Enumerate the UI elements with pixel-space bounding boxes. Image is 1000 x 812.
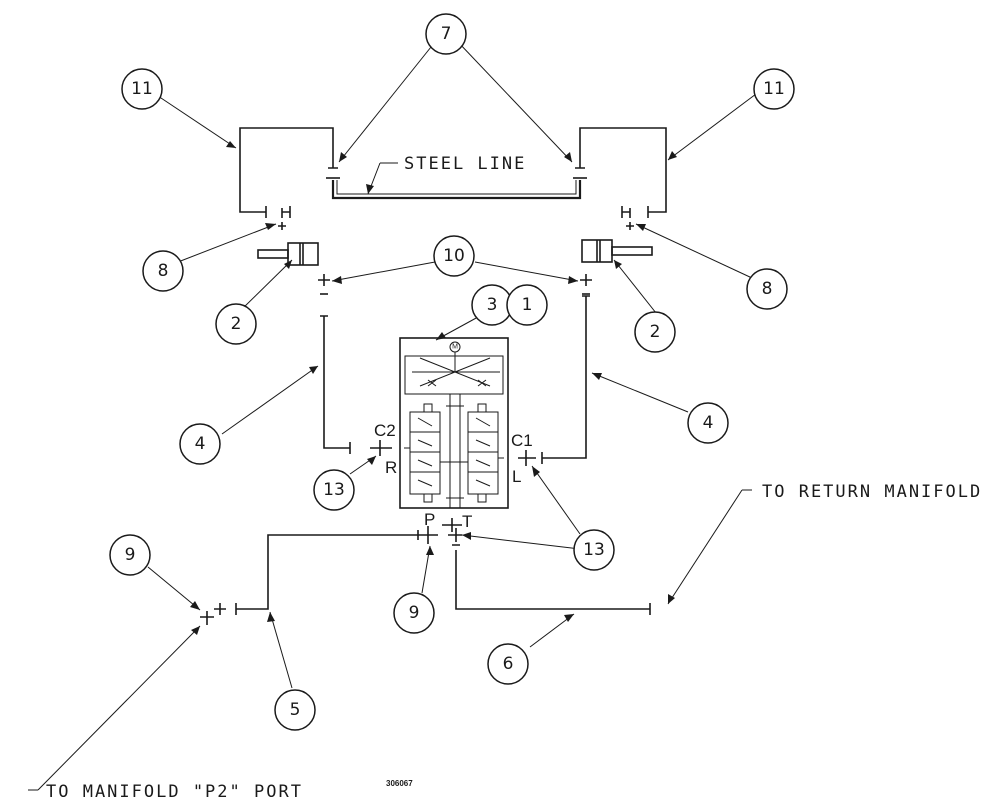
svg-text:1: 1 [522,295,533,315]
svg-text:11: 11 [131,79,153,99]
callout-8-left: 8 [142,250,184,292]
port-t-label: T [462,512,472,531]
svg-text:4: 4 [195,434,206,454]
callout-2-right: 2 [634,311,676,353]
svg-text:2: 2 [650,322,661,342]
pressure-tank-fittings [418,518,462,544]
callout-3: 3 [471,284,513,326]
steel-line-note: STEEL LINE [404,154,526,174]
callout-4-left: 4 [179,423,221,465]
callout-4-right: 4 [687,402,729,444]
valve-block: M [399,337,509,509]
port-c2-label: C2 [374,421,396,440]
svg-text:8: 8 [158,261,169,281]
port-p-label: P [424,510,435,529]
svg-text:7: 7 [441,24,452,44]
svg-text:11: 11 [763,79,785,99]
right-cylinder [581,239,653,263]
motor-label: M [452,344,458,351]
drawing-number: 306067 [386,779,413,788]
svg-text:6: 6 [503,654,514,674]
steel-line-assembly [326,150,587,200]
left-hose-loop [239,127,334,230]
manifold-p2-note: TO MANIFOLD "P2" PORT [46,782,303,802]
left-cylinder [257,242,319,266]
svg-text:13: 13 [323,480,345,500]
right-hose-loop [579,127,667,230]
callout-11-right: 11 [753,68,795,110]
svg-text:8: 8 [762,279,773,299]
callout-5: 5 [274,689,316,731]
hoses-4 [320,295,590,464]
hose-6 [452,544,651,615]
svg-text:9: 9 [409,603,420,623]
callout-7: 7 [425,13,467,55]
callout-9-left: 9 [109,534,151,576]
svg-text:4: 4 [703,413,714,433]
callout-9-center: 9 [393,592,435,634]
port-r-label: R [385,458,397,477]
fittings-10 [318,274,592,295]
svg-text:9: 9 [125,545,136,565]
callout-2-left: 2 [215,303,257,345]
port-l-label: L [512,467,521,486]
svg-text:10: 10 [443,246,465,266]
callout-11-left: 11 [121,68,163,110]
callout-10: 10 [433,235,475,277]
leader-lines [28,41,757,791]
port-c1-label: C1 [511,431,533,450]
svg-text:3: 3 [487,295,498,315]
callout-6: 6 [487,643,529,685]
hose-5 [200,530,419,625]
return-manifold-note: TO RETURN MANIFOLD [762,482,982,502]
callout-8-right: 8 [746,268,788,310]
svg-text:5: 5 [290,700,301,720]
callout-13-right: 13 [573,529,615,571]
callout-1: 1 [506,284,548,326]
svg-text:13: 13 [583,540,605,560]
callout-13-left: 13 [313,469,355,511]
svg-text:2: 2 [231,314,242,334]
port-fittings-13 [370,440,536,466]
